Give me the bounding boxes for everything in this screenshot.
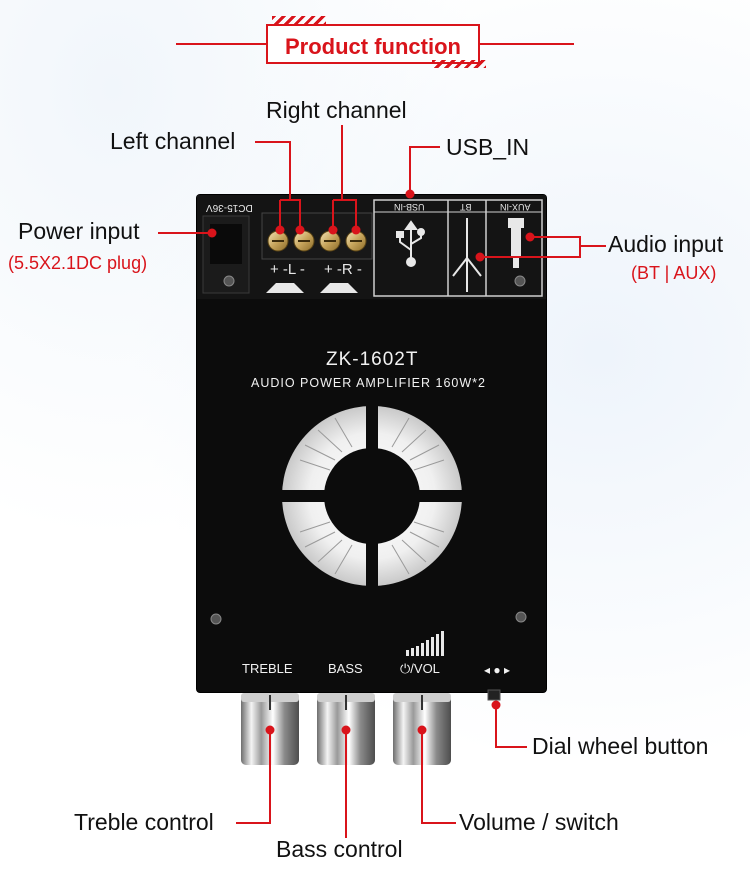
volume-switch-label: Volume / switch: [459, 809, 619, 835]
right-channel-label: Right channel: [266, 97, 407, 123]
bass-control-label: Bass control: [276, 836, 403, 862]
audio-input-label: Audio input: [608, 231, 724, 257]
board-subtitle: AUDIO POWER AMPLIFIER 160W*2: [251, 376, 486, 390]
left-polarity-print: + -L -: [270, 261, 305, 278]
bt-print: BT: [460, 202, 472, 212]
dial-label: ◂ ● ▸: [484, 663, 510, 677]
usb-print: USB-IN: [394, 202, 425, 212]
right-polarity-print: + -R -: [324, 261, 362, 278]
title-chevrons-right: [432, 60, 486, 68]
mounting-screw-icon: [223, 275, 235, 287]
usb-icon: [396, 220, 425, 267]
aux-jack-icon: [508, 218, 524, 268]
treble-label: TREBLE: [242, 661, 293, 676]
aux-print: AUX-IN: [500, 202, 531, 212]
dial-wheel-label: Dial wheel button: [532, 733, 709, 759]
cooling-fan-grille: [276, 400, 468, 592]
usb-in-label: USB_IN: [446, 134, 530, 160]
title-line-left: [176, 43, 266, 45]
voltage-print: DC15-36V: [206, 202, 253, 213]
input-panel: [373, 199, 543, 297]
mounting-screw-icon: [210, 613, 222, 625]
left-channel-label: Left channel: [110, 128, 236, 154]
speaker-left-icon: [266, 283, 304, 293]
page-title: Product function: [285, 34, 461, 59]
callout-dots: [207, 189, 535, 735]
bass-label: BASS: [328, 661, 363, 676]
dial-wheel-button: [487, 689, 501, 701]
volume-label: ⏻/VOL: [400, 661, 440, 676]
speaker-right-icon: [320, 283, 358, 293]
mounting-screw-icon: [514, 275, 526, 287]
title-line-right: [480, 43, 574, 45]
treble-control-label: Treble control: [74, 809, 214, 835]
title-chevrons-left: [272, 16, 326, 24]
mounting-screw-icon: [515, 611, 527, 623]
volume-level-icon: [406, 631, 444, 656]
power-input-note: (5.5X2.1DC plug): [8, 253, 148, 273]
model-number: ZK-1602T: [326, 349, 419, 370]
power-input-label: Power input: [18, 218, 140, 244]
title-box: Product function: [266, 24, 480, 64]
bluetooth-antenna-icon: [452, 218, 482, 292]
audio-input-note: (BT | AUX): [631, 263, 717, 283]
